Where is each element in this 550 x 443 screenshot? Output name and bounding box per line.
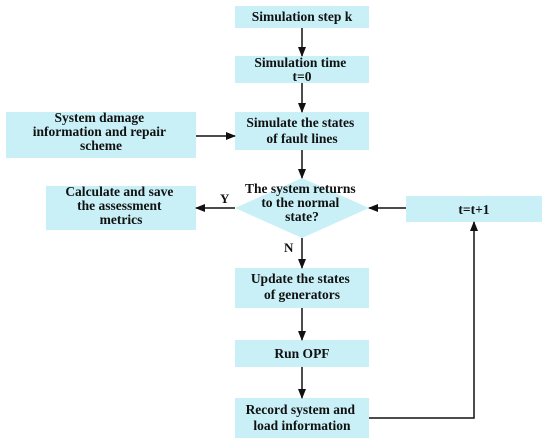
node-simulation-step: Simulation step k (235, 6, 369, 28)
node-record-info-line: Record system and (246, 402, 356, 417)
node-simulation-time: Simulation time t=0 (235, 55, 369, 84)
node-decision-line: to the normal (261, 195, 339, 210)
node-t-increment-text: t=t+1 (458, 202, 489, 217)
node-calc-metrics-line: the assessment (77, 198, 162, 213)
node-simulate-states-line: of fault lines (266, 131, 337, 146)
label-no: N (284, 240, 294, 255)
node-update-generators-line: of generators (264, 287, 340, 302)
node-calc-metrics-line: metrics (100, 212, 143, 227)
node-calc-metrics-box (46, 186, 196, 230)
node-t-increment: t=t+1 (406, 196, 542, 222)
node-decision-diamond (235, 178, 369, 238)
node-update-generators-text: Update the states of generators (251, 271, 353, 302)
node-simulation-step-box (235, 6, 369, 28)
node-simulate-states-box (235, 112, 369, 150)
node-simulation-time-text: Simulation time t=0 (254, 55, 349, 84)
node-simulation-time-box (235, 56, 369, 83)
node-decision-text: The system returns to the normal state? (245, 181, 359, 224)
node-update-generators-box (235, 268, 369, 308)
node-damage-info-line: System damage (55, 110, 145, 125)
node-calc-metrics-line: Calculate and save (65, 184, 173, 199)
node-run-opf: Run OPF (235, 340, 369, 367)
node-damage-info-box (6, 112, 196, 158)
node-update-generators: Update the states of generators (235, 268, 369, 308)
node-damage-info-line: scheme (80, 138, 122, 153)
node-simulation-step-text: Simulation step k (252, 9, 353, 24)
node-simulate-states-text: Simulate the states of fault lines (246, 115, 357, 146)
node-record-info-box (235, 398, 369, 438)
node-damage-info-text: System damage information and repair sch… (33, 110, 169, 153)
node-calc-metrics: Calculate and save the assessment metric… (46, 184, 196, 230)
node-simulation-time-line: Simulation time (254, 55, 346, 70)
node-damage-info: System damage information and repair sch… (6, 110, 196, 158)
node-decision: The system returns to the normal state? (235, 178, 369, 238)
node-run-opf-line: Run OPF (274, 346, 329, 361)
node-simulation-step-line: Simulation step k (252, 9, 353, 24)
node-record-info-text: Record system and load information (246, 402, 359, 433)
node-t-increment-line: t=t+1 (458, 202, 489, 217)
node-decision-line: The system returns (245, 181, 356, 196)
node-update-generators-line: Update the states (251, 271, 350, 286)
node-run-opf-box (235, 340, 369, 367)
arrow-record-loop-to-increment (369, 221, 478, 419)
node-record-info-line: load information (253, 418, 351, 433)
node-decision-line: state? (285, 209, 319, 224)
node-damage-info-line: information and repair (33, 124, 166, 139)
node-simulation-time-line: t=0 (293, 69, 312, 84)
node-record-info: Record system and load information (235, 398, 369, 438)
node-run-opf-text: Run OPF (274, 346, 329, 361)
node-simulate-states: Simulate the states of fault lines (235, 112, 369, 150)
node-t-increment-box (406, 196, 542, 222)
node-calc-metrics-text: Calculate and save the assessment metric… (65, 184, 176, 227)
node-simulate-states-line: Simulate the states (246, 115, 354, 130)
label-yes: Y (220, 191, 230, 206)
